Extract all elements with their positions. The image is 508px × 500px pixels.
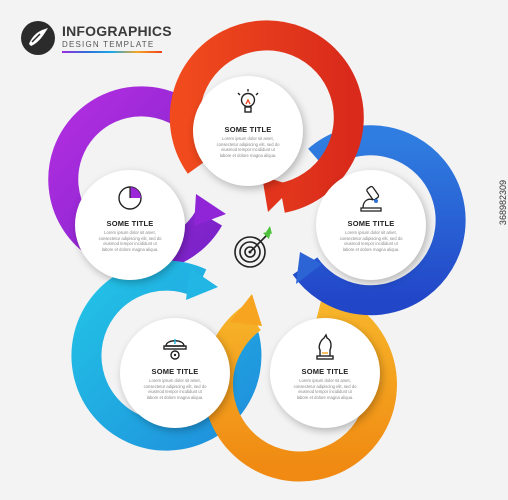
brand-title: INFOGRAPHICS (62, 23, 172, 39)
target-arrow-icon (234, 226, 272, 268)
step-right-text: Lorem ipsum dolor sit amet, consectetur … (339, 230, 403, 252)
step-left: SOME TITLE Lorem ipsum dolor sit amet, c… (75, 170, 185, 280)
step-bottom-left: SOME TITLE Lorem ipsum dolor sit amet, c… (120, 318, 230, 428)
arrow-top-icon (262, 176, 294, 212)
step-bottom-right-title: SOME TITLE (301, 367, 349, 376)
microscope-icon (360, 185, 382, 212)
step-left-text: Lorem ipsum dolor sit amet, consectetur … (98, 230, 162, 252)
step-top-title: SOME TITLE (224, 125, 272, 134)
brand-logo-icon (21, 21, 55, 55)
chess-knight-icon (316, 333, 334, 360)
hardhat-gear-icon (163, 339, 187, 360)
brand-color-bar (62, 51, 162, 53)
step-top-text: Lorem ipsum dolor sit amet, consectetur … (216, 136, 280, 158)
arrow-bottom-right-icon (230, 294, 262, 326)
step-bottom-right-text: Lorem ipsum dolor sit amet, consectetur … (293, 378, 357, 400)
arrow-left-icon (194, 194, 226, 226)
step-bottom-right: SOME TITLE Lorem ipsum dolor sit amet, c… (270, 318, 380, 428)
brand-subtitle: DESIGN TEMPLATE (62, 40, 155, 49)
step-right-title: SOME TITLE (347, 219, 395, 228)
pie-clock-icon (118, 186, 142, 210)
arrow-right-icon (296, 252, 322, 284)
step-right: SOME TITLE Lorem ipsum dolor sit amet, c… (316, 170, 426, 280)
brand-header: INFOGRAPHICS DESIGN TEMPLATE (20, 18, 190, 60)
ring-top (169, 20, 364, 213)
step-left-title: SOME TITLE (106, 219, 154, 228)
step-bottom-left-title: SOME TITLE (151, 367, 199, 376)
step-top: SOME TITLE Lorem ipsum dolor sit amet, c… (193, 76, 303, 186)
lightbulb-icon (237, 89, 259, 113)
arrow-bottom-left-icon (186, 268, 218, 300)
step-bottom-left-text: Lorem ipsum dolor sit amet, consectetur … (143, 378, 207, 400)
stock-watermark-number: 368982309 (498, 180, 508, 226)
ring-right (292, 125, 466, 316)
